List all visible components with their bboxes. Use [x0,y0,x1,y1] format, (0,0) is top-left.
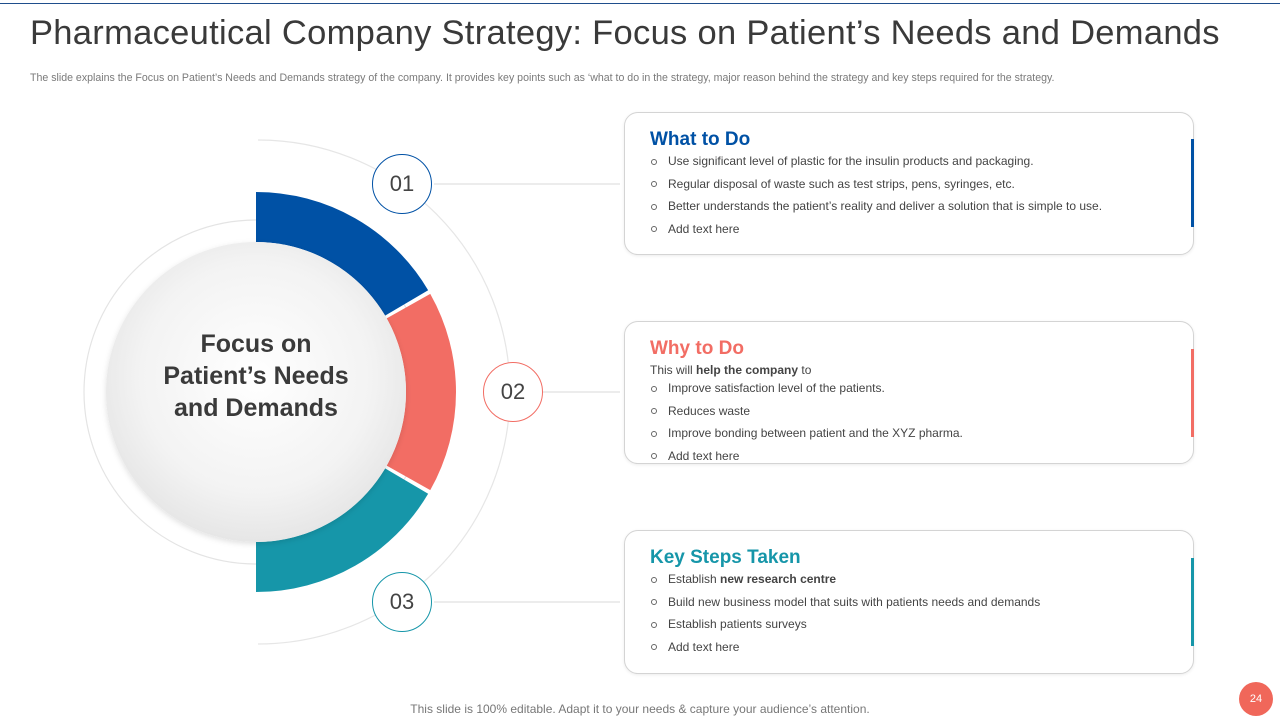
list-item: Add text here [650,636,1169,659]
card-accent-bar [1191,558,1194,646]
card-intro: This will help the company to [650,363,1169,377]
card-what-to-do: What to Do Use significant level of plas… [624,112,1194,255]
step-number-3: 03 [372,572,432,632]
card-accent-bar [1191,349,1194,437]
list-item: Reduces waste [650,400,1169,423]
page-title: Pharmaceutical Company Strategy: Focus o… [30,14,1220,52]
item-bold-text: new research centre [720,572,837,586]
intro-text: This will [650,363,697,377]
segment-blue [256,192,429,316]
top-rule [0,3,1280,4]
list-item: Establish patients surveys [650,613,1169,636]
segment-teal [256,468,429,592]
footer-note: This slide is 100% editable. Adapt it to… [410,702,870,716]
list-item: Establish new research centre [650,568,1169,591]
center-circle [106,242,406,542]
list-item: Add text here [650,445,1169,468]
step-number-1: 01 [372,154,432,214]
intro-bold-text: help the company [696,363,799,377]
bullet-list: Use significant level of plastic for the… [650,150,1169,240]
strategy-diagram [83,139,620,645]
item-text: Establish [668,572,721,586]
page-number-badge: 24 [1239,682,1273,716]
bullet-list: Improve satisfaction level of the patien… [650,377,1169,467]
list-item: Better understands the patient’s reality… [650,195,1169,218]
list-item: Use significant level of plastic for the… [650,150,1169,173]
card-title: What to Do [650,129,751,150]
page-subtitle: The slide explains the Focus on Patient’… [30,72,1055,84]
bullet-list: Establish new research centre Build new … [650,568,1169,658]
card-why-to-do: Why to Do This will help the company to … [624,321,1194,464]
list-item: Improve bonding between patient and the … [650,422,1169,445]
list-item: Regular disposal of waste such as test s… [650,173,1169,196]
card-key-steps: Key Steps Taken Establish new research c… [624,530,1194,674]
card-accent-bar [1191,139,1194,227]
list-item: Add text here [650,218,1169,241]
list-item: Improve satisfaction level of the patien… [650,377,1169,400]
center-label: Focus on Patient’s Needs and Demands [163,330,349,422]
card-title: Key Steps Taken [650,547,801,568]
step-number-2: 02 [483,362,543,422]
card-title: Why to Do [650,338,744,359]
list-item: Build new business model that suits with… [650,591,1169,614]
segment-coral [386,293,456,491]
intro-text: to [798,363,812,377]
